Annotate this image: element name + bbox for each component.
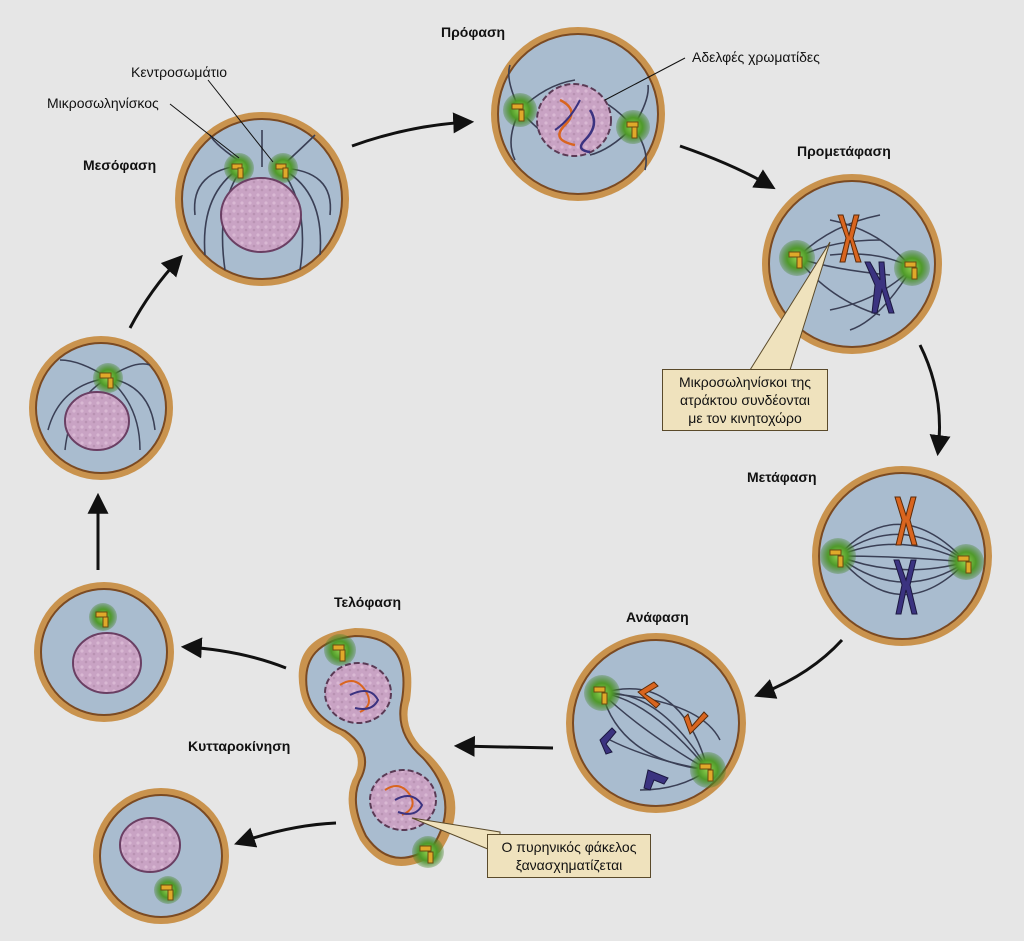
prophase-cell <box>491 27 665 201</box>
phase-title-anaphase: Ανάφαση <box>626 609 689 625</box>
microtubule-label: Μικροσωληνίσκος <box>47 95 159 111</box>
kinetochore-callout-line-1: Μικροσωληνίσκοι της <box>678 374 812 390</box>
nucleus <box>220 177 302 253</box>
phase-title-prometaphase: Προμετάφαση <box>797 143 891 159</box>
chromosome-purple <box>864 261 895 314</box>
kinetochore-callout-line-2: ατράκτου συνδέονται <box>680 392 810 408</box>
chromosome-orange <box>837 214 862 263</box>
arrow-cytokinesis-to-daughter <box>234 821 337 848</box>
interphase-cell <box>175 112 349 286</box>
phase-title-metaphase: Μετάφαση <box>747 469 817 485</box>
arrow-metaphase-to-anaphase <box>754 638 844 699</box>
telophase-cell <box>298 628 456 868</box>
nuclear-envelope-callout-line-2: ξανασχηματίζεται <box>515 857 623 873</box>
leader-lines <box>169 57 686 163</box>
phase-title-prophase: Πρόφαση <box>441 24 506 40</box>
centrosome-label: Κεντροσωμάτιο <box>131 64 228 80</box>
anaphase-cell <box>566 633 746 813</box>
arrow-prophase-to-prometaphase <box>679 144 776 190</box>
cycle-arrows <box>87 112 951 848</box>
daughter-cell-upper <box>34 582 174 722</box>
arrow-interphase-to-prophase <box>351 112 475 148</box>
phase-title-interphase: Μεσόφαση <box>83 157 157 173</box>
nucleus-breaking <box>536 83 612 157</box>
kinetochore-callout: Μικροσωληνίσκοι της ατράκτου συνδέονται … <box>662 369 828 431</box>
phase-title-telophase: Τελόφαση <box>334 594 402 610</box>
arrow-anaphase-to-telophase <box>453 735 554 757</box>
metaphase-cell <box>812 466 992 646</box>
daughter-cell-lower <box>93 788 229 924</box>
arrow-small-to-interphase <box>128 254 183 329</box>
nuclear-envelope-callout-line-1: Ο πυρηνικός φάκελος <box>501 839 637 855</box>
sister-chromatids-label: Αδελφές χρωματίδες <box>692 49 820 65</box>
arrow-prometaphase-to-metaphase <box>918 344 951 457</box>
kinetochore-callout-line-3: με τον κινητοχώρο <box>688 410 802 426</box>
phase-title-cytokinesis: Κυτταροκίνηση <box>188 738 291 754</box>
interphase-small-cell <box>29 336 173 480</box>
nuclear-envelope-callout: Ο πυρηνικός φάκελος ξανασχηματίζεται <box>487 834 651 878</box>
arrow-telophase-to-daughter <box>180 637 287 670</box>
